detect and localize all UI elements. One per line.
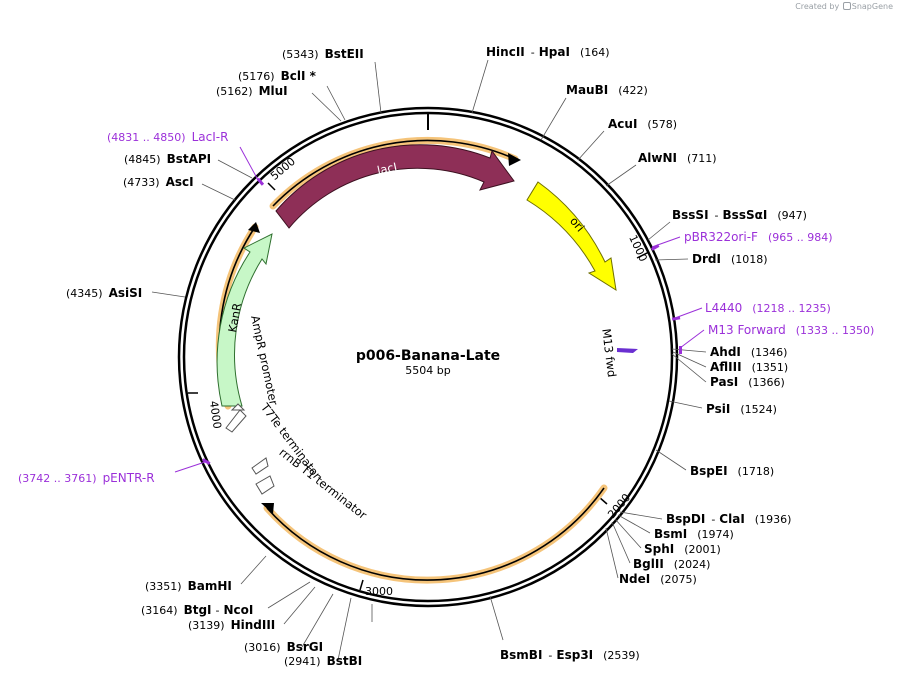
feature-label-ampr-promoter: AmpR promoter — [248, 314, 281, 407]
tick-label-5000: 5000 — [268, 155, 298, 183]
feature-kanr[interactable]: KanR — [216, 233, 273, 407]
enzyme-site-bglii[interactable]: BglII(2024) — [633, 557, 710, 571]
enzyme-site-bstbi[interactable]: (2941)BstBI — [284, 654, 362, 668]
enzyme-site-drdi[interactable]: DrdI(1018) — [692, 252, 768, 266]
enzyme-site-bsssi-bsssai[interactable]: BssSI-BssSαI(947) — [672, 208, 807, 222]
credit-prefix: Created by — [795, 2, 840, 11]
primer-markers — [202, 177, 682, 465]
enzyme-site-asisi[interactable]: (4345)AsiSI — [66, 286, 142, 300]
enzyme-site-maubi[interactable]: MauBI(422) — [566, 83, 648, 97]
primer-laci-r[interactable]: (4831 .. 4850)LacI-R — [107, 130, 228, 144]
enzyme-site-mlui[interactable]: (5162)MluI — [216, 84, 288, 98]
enzyme-site-bsteii[interactable]: (5343)BstEII — [282, 47, 364, 61]
enzyme-site-hindiii[interactable]: (3139)HindIII — [188, 618, 275, 632]
feature-laci[interactable]: lacI — [275, 144, 515, 229]
leader-lines — [151, 59, 707, 661]
enzyme-site-bsmbi-esp3i[interactable]: BsmBI-Esp3I(2539) — [500, 648, 640, 662]
orf-arcs — [215, 136, 608, 584]
feature-ori[interactable]: ori — [526, 181, 617, 292]
feature-m13-fwd[interactable]: M13 fwd — [599, 328, 638, 378]
enzyme-site-acui[interactable]: AcuI(578) — [608, 117, 677, 131]
enzyme-site-asci[interactable]: (4733)AscI — [123, 175, 194, 189]
primer-pentr-r[interactable]: (3742 .. 3761)pENTR-R — [18, 471, 155, 485]
primer-m13-forward[interactable]: M13 Forward(1333 .. 1350) — [708, 323, 874, 337]
enzyme-site-alwni[interactable]: AlwNI(711) — [638, 151, 717, 165]
enzyme-site-ahdi[interactable]: AhdI(1346) — [710, 345, 787, 359]
snapgene-logo-icon — [842, 2, 851, 10]
enzyme-site-sphi[interactable]: SphI(2001) — [644, 542, 721, 556]
enzyme-site-ndei[interactable]: NdeI(2075) — [619, 572, 697, 586]
plasmid-size: 5504 bp — [405, 364, 450, 377]
enzyme-labels-left: (5343)BstEII (5176)BclI * (5162)MluI (48… — [66, 47, 364, 668]
enzyme-site-btgi-ncoi[interactable]: (3164)BtgI-NcoI — [141, 603, 253, 617]
snapgene-credit: Created by SnapGene — [795, 2, 893, 11]
primer-labels: (4831 .. 4850)LacI-R pBR322ori-F(965 .. … — [18, 130, 874, 485]
enzyme-labels-right: HincII-HpaI(164) MauBI(422) AcuI(578) Al… — [486, 45, 807, 662]
enzyme-site-bspei[interactable]: BspEI(1718) — [690, 464, 774, 478]
feature-label-m13-fwd: M13 fwd — [599, 328, 619, 378]
feature-promoters[interactable]: AmpR promoter T7Te terminator rrnB T1 te… — [225, 314, 370, 522]
enzyme-site-pasi[interactable]: PasI(1366) — [710, 375, 785, 389]
enzyme-site-hincii-hpai[interactable]: HincII-HpaI(164) — [486, 45, 610, 59]
enzyme-site-bstapi[interactable]: (4845)BstAPI — [124, 152, 211, 166]
enzyme-site-bamhi[interactable]: (3351)BamHI — [145, 579, 232, 593]
tick-label-4000: 4000 — [207, 400, 224, 430]
primer-lines — [174, 146, 705, 473]
enzyme-site-bsrgi[interactable]: (3016)BsrGI — [244, 640, 323, 654]
enzyme-site-bspdi-clai[interactable]: BspDI-ClaI(1936) — [666, 512, 791, 526]
enzyme-site-afliii[interactable]: AflIII(1351) — [710, 360, 788, 374]
backbone-outer-circle — [177, 106, 679, 608]
enzyme-site-bsmi[interactable]: BsmI(1974) — [654, 527, 734, 541]
credit-brand: SnapGene — [851, 2, 893, 11]
tick-label-3000: 3000 — [365, 585, 393, 598]
feature-label-rrnb-terminator: rrnB T1 terminator — [277, 445, 370, 522]
plasmid-name: p006-Banana-Late — [356, 348, 500, 364]
feature-label-laci: lacI — [376, 160, 398, 178]
primer-pbr322ori-f[interactable]: pBR322ori-F(965 .. 984) — [684, 230, 833, 244]
enzyme-site-psii[interactable]: PsiI(1524) — [706, 402, 777, 416]
feature-label-kanr: KanR — [225, 302, 244, 334]
enzyme-site-bcli[interactable]: (5176)BclI * — [238, 69, 317, 83]
primer-l4440[interactable]: L4440(1218 .. 1235) — [705, 301, 831, 315]
